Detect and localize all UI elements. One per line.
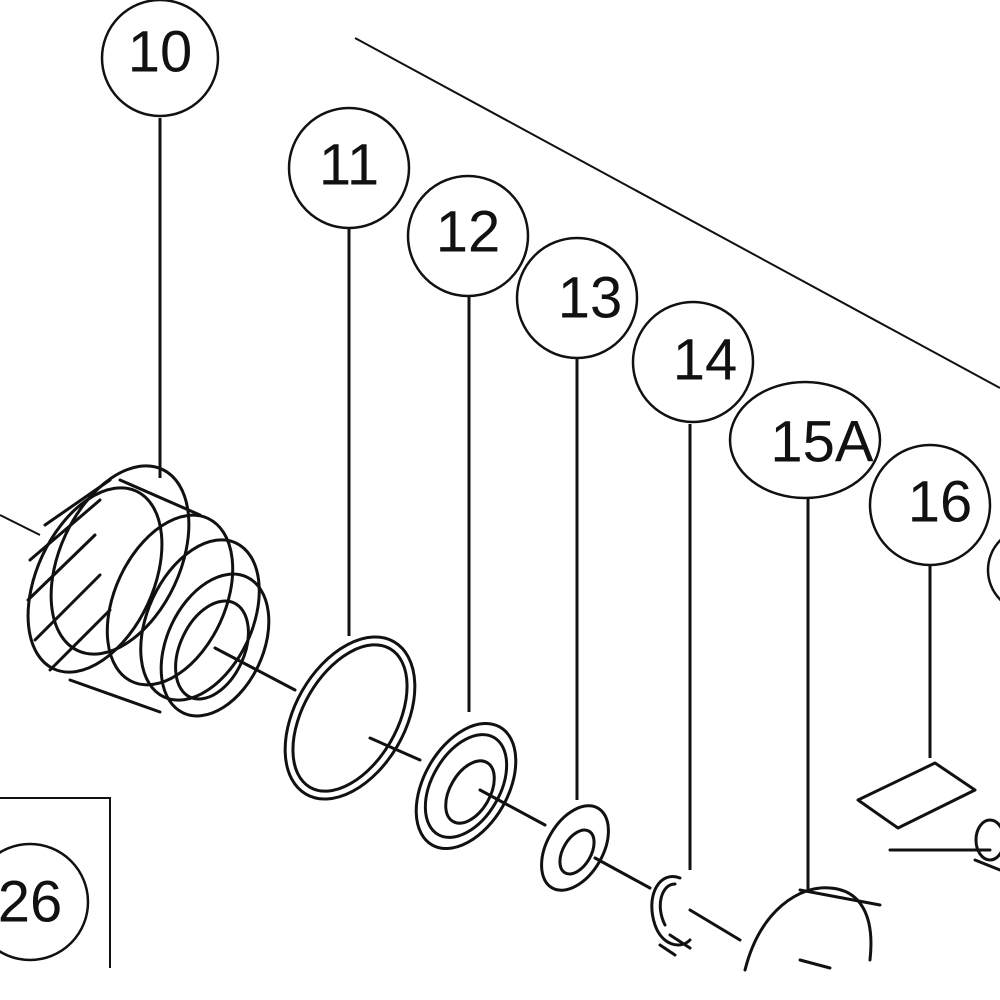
callout-partial-right-edge <box>986 538 1000 602</box>
part-16-label-plate <box>856 761 1000 872</box>
callout-label-16: 16 <box>908 470 973 535</box>
callout-11: 11 <box>287 106 411 230</box>
callout-14: 14 <box>631 300 755 424</box>
callout-label-14: 14 <box>673 328 738 393</box>
part-13-small-washer <box>540 804 610 892</box>
callout-label-10: 10 <box>128 20 193 85</box>
part-axis-line <box>213 646 742 942</box>
callout-label-15a: 15A <box>770 410 874 475</box>
callout-26: 26 <box>0 842 90 962</box>
part-11-o-ring <box>283 635 417 801</box>
frame-diagonal-line <box>354 37 1000 389</box>
callout-13: 13 <box>515 236 639 360</box>
part-10-threaded-cap <box>26 464 271 718</box>
callout-15a: 15A <box>728 380 882 500</box>
part-14-e-clip <box>650 875 692 957</box>
callout-label-13: 13 <box>558 266 623 331</box>
part-15a-housing <box>743 886 882 972</box>
callout-label-26: 26 <box>0 870 62 935</box>
frame-side-line-left <box>0 514 41 536</box>
callout-16: 16 <box>868 443 992 567</box>
part-12-washer <box>414 721 518 851</box>
callout-label-11: 11 <box>319 133 379 198</box>
callout-12: 12 <box>406 174 530 298</box>
inset-box-outline <box>0 797 111 968</box>
callout-10: 10 <box>100 0 220 118</box>
callout-label-12: 12 <box>436 200 501 265</box>
